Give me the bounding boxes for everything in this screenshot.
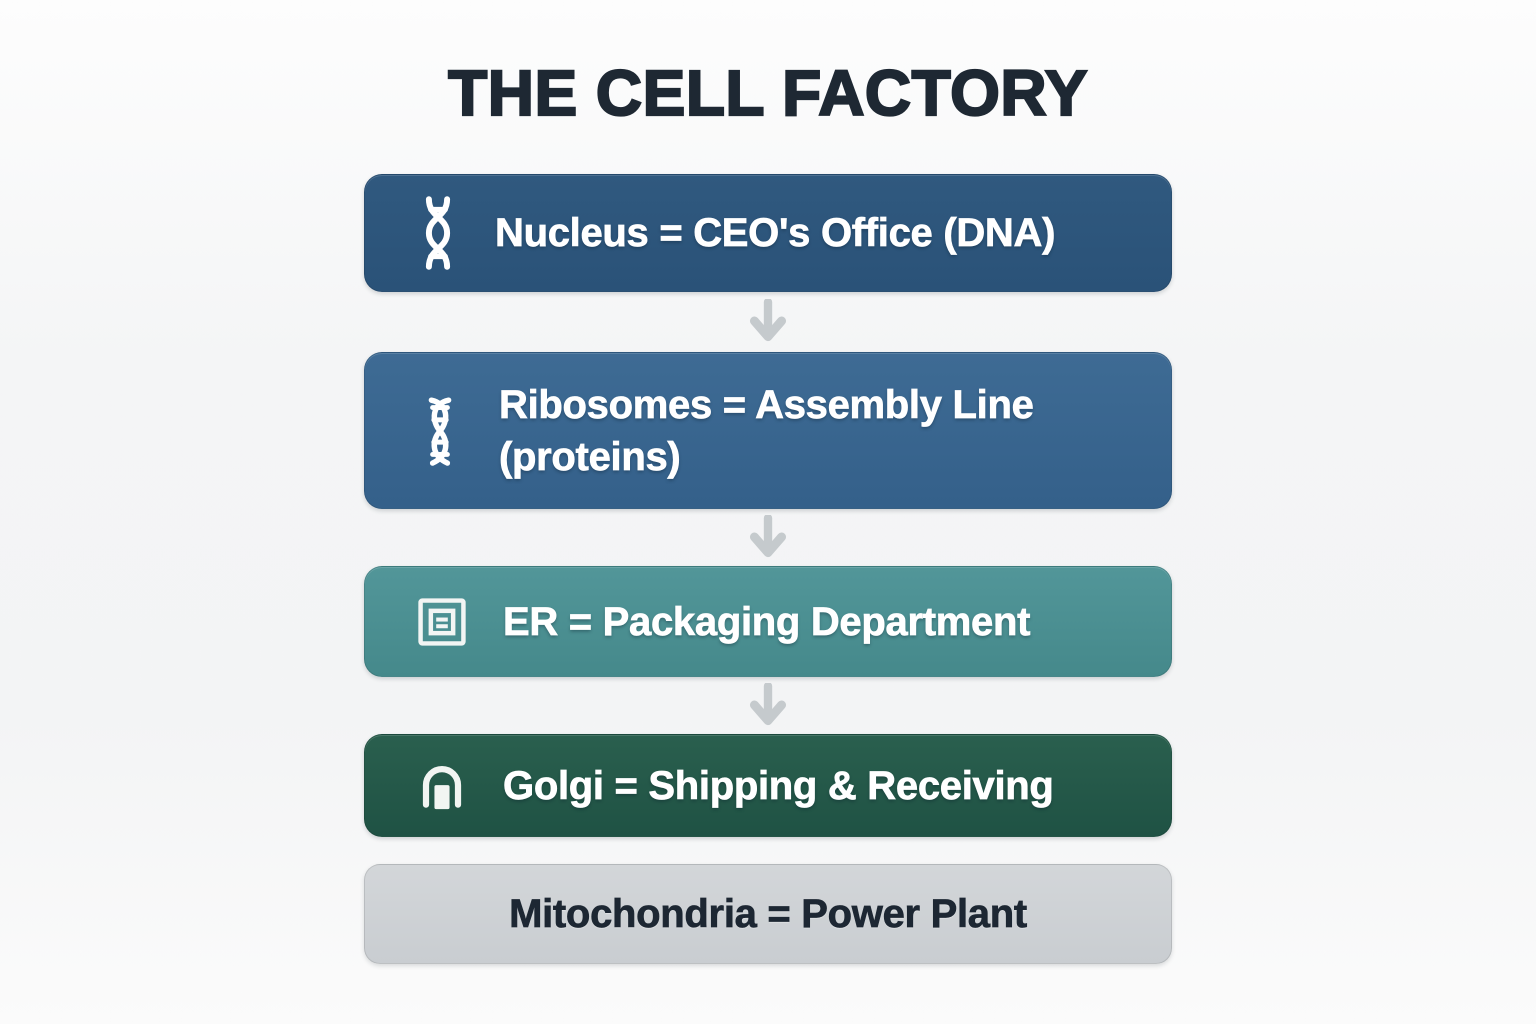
cell-factory-infographic: THE CELL FACTORY Nucleus = CEO's Office …	[0, 56, 1536, 965]
box-ribosomes-label: Ribosomes = Assembly Line (proteins)	[499, 382, 1035, 480]
down-arrow-icon	[747, 514, 789, 561]
down-arrow-icon	[747, 299, 789, 345]
arrow-connector	[364, 509, 1172, 566]
box-nucleus-label: Nucleus = CEO's Office (DNA)	[495, 211, 1056, 256]
box-golgi-label: Golgi = Shipping & Receiving	[503, 763, 1055, 809]
box-er: ER = Packaging Department	[364, 566, 1172, 678]
package-icon	[417, 597, 467, 647]
box-mitochondria: Mitochondria = Power Plant	[364, 864, 1172, 965]
box-nucleus: Nucleus = CEO's Office (DNA)	[364, 174, 1172, 293]
page-title: THE CELL FACTORY	[447, 56, 1088, 129]
arrow-connector	[364, 292, 1172, 352]
box-er-label: ER = Packaging Department	[503, 599, 1031, 645]
box-golgi: Golgi = Shipping & Receiving	[364, 734, 1172, 838]
flowchart: Nucleus = CEO's Office (DNA)	[364, 174, 1172, 965]
dna-icon	[417, 194, 459, 272]
box-ribosomes: Ribosomes = Assembly Line (proteins)	[364, 352, 1172, 510]
box-gap	[364, 837, 1172, 864]
rna-helix-icon	[417, 394, 463, 468]
box-mitochondria-label: Mitochondria = Power Plant	[509, 892, 1028, 937]
arrow-connector	[364, 677, 1172, 734]
down-arrow-icon	[747, 682, 789, 729]
arch-icon	[417, 762, 467, 810]
